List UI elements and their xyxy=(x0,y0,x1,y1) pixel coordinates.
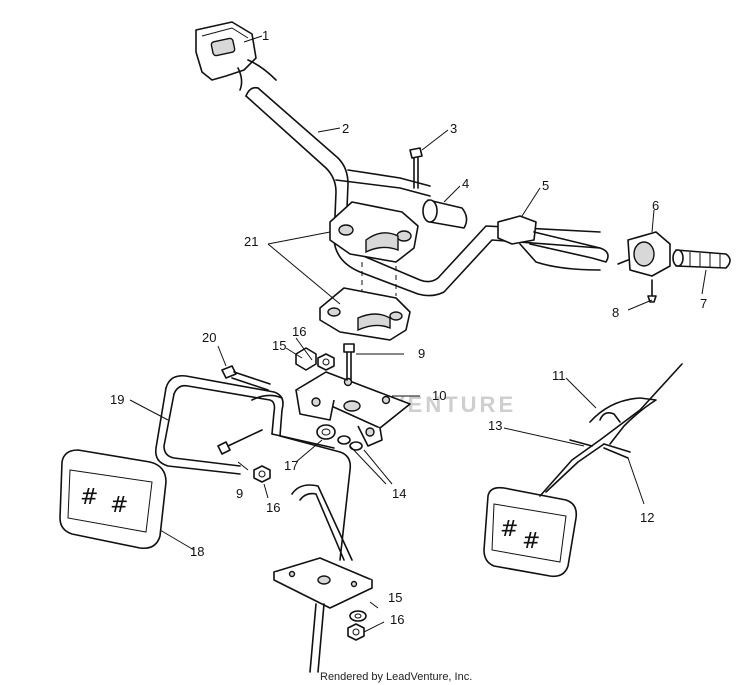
callout-16-upper: 16 xyxy=(292,324,306,339)
callout-21: 21 xyxy=(244,234,258,249)
svg-text:#: # xyxy=(522,529,540,554)
callout-3: 3 xyxy=(450,121,457,136)
callout-11: 11 xyxy=(552,368,566,383)
callout-7: 7 xyxy=(700,296,707,311)
callout-17: 17 xyxy=(284,458,298,473)
callout-16-bottom: 16 xyxy=(390,612,404,627)
callout-8: 8 xyxy=(612,305,619,320)
svg-text:#: # xyxy=(500,517,518,542)
throttle-housing-part xyxy=(617,231,671,277)
callout-labels: 1 2 3 4 5 6 7 8 9 10 11 12 13 14 15 16 1… xyxy=(110,28,707,627)
headlight-left-part: # # xyxy=(59,449,167,550)
callout-20: 20 xyxy=(202,330,216,345)
washers-part xyxy=(337,435,363,451)
footer-credit: Rendered by LeadVenture, Inc. xyxy=(320,671,472,683)
callout-5: 5 xyxy=(542,178,549,193)
brake-lever-part xyxy=(497,215,609,271)
svg-text:#: # xyxy=(110,493,128,518)
callout-4: 4 xyxy=(462,176,469,191)
nut-upper-part xyxy=(295,347,335,371)
mounting-bracket-part xyxy=(295,371,411,447)
callout-15-upper: 15 xyxy=(272,338,286,353)
bolt-long-part xyxy=(221,365,271,391)
base-plate-part xyxy=(273,557,373,609)
callout-14: 14 xyxy=(392,486,406,501)
callout-19: 19 xyxy=(110,392,124,407)
screw-part xyxy=(647,279,657,303)
wiring-harness-part xyxy=(539,363,683,497)
callout-15-lower: 15 xyxy=(388,590,402,605)
callout-10: 10 xyxy=(432,388,446,403)
washer-lower-part xyxy=(349,610,367,622)
svg-text:#: # xyxy=(80,485,98,510)
switch-housing-part xyxy=(195,21,277,91)
headlight-right-part: # # xyxy=(483,486,578,578)
handlebar-clamp-upper-part xyxy=(329,201,419,263)
light-guard-frame-part xyxy=(154,374,353,561)
callout-18: 18 xyxy=(190,544,204,559)
callout-12: 12 xyxy=(640,510,654,525)
cylinder-part xyxy=(422,199,468,229)
bolt-part xyxy=(409,147,423,189)
spacer-part xyxy=(316,424,336,440)
nut-bottom-part xyxy=(347,623,365,641)
callout-9-lower: 9 xyxy=(236,486,243,501)
grip-part xyxy=(672,249,731,269)
callout-2: 2 xyxy=(342,121,349,136)
nut-lower-left-part xyxy=(253,465,271,483)
callout-6: 6 xyxy=(652,198,659,213)
callout-13: 13 xyxy=(488,418,502,433)
callout-1: 1 xyxy=(262,28,269,43)
callout-9-upper: 9 xyxy=(418,346,425,361)
bolt-lower-part xyxy=(217,429,263,455)
callout-16-lower: 16 xyxy=(266,500,280,515)
leader-lines xyxy=(129,35,707,633)
handlebar-clamp-lower-part xyxy=(319,287,411,341)
bolt-upper-part xyxy=(343,343,355,381)
